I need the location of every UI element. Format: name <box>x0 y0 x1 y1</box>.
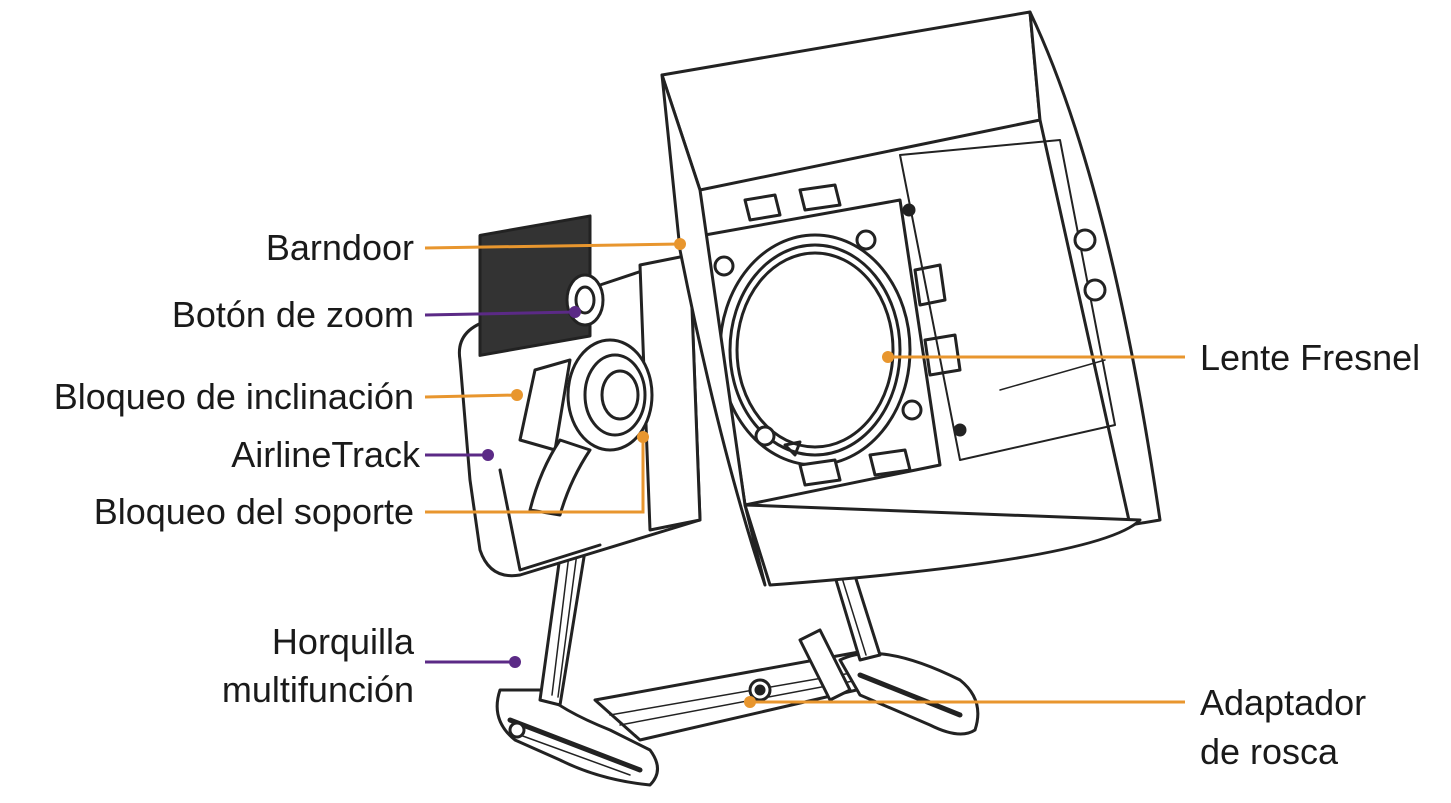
barndoors <box>660 10 1162 587</box>
leader-dot-yoke <box>509 656 521 668</box>
leader-tilt-lock <box>424 393 518 399</box>
stand-base <box>495 648 980 787</box>
label-barndoor: Barndoor <box>265 227 414 268</box>
leader-dot-airline-track <box>482 449 494 461</box>
leader-dot-fresnel-lens <box>882 351 894 363</box>
label-yoke-line1: Horquilla <box>271 621 414 662</box>
label-fresnel-lens: Lente Fresnel <box>1200 337 1421 378</box>
tilt-lock-wheel <box>518 338 654 517</box>
label-tilt-lock: Bloqueo de inclinación <box>53 376 414 417</box>
leader-dot-tilt-lock <box>511 389 523 401</box>
label-zoom-knob: Botón de zoom <box>171 294 414 335</box>
label-thread-adapter-line2: de rosca <box>1200 731 1339 772</box>
leader-dot-barndoor <box>674 238 686 250</box>
leader-dot-zoom-knob <box>569 306 581 318</box>
leader-mount-lock <box>425 437 645 514</box>
leader-barndoor <box>424 242 681 250</box>
label-airline-track: AirlineTrack <box>231 434 420 475</box>
front-frame <box>698 183 962 507</box>
leader-dot-mount-lock <box>637 431 649 443</box>
leader-lines <box>424 238 1185 708</box>
leader-dot-thread-adapter <box>744 696 756 708</box>
label-yoke-line2: multifunción <box>221 669 414 710</box>
label-thread-adapter-line1: Adaptador <box>1200 682 1367 723</box>
leader-zoom-knob <box>424 310 576 317</box>
label-mount-lock: Bloqueo del soporte <box>93 491 414 532</box>
zoom-knob <box>565 273 605 327</box>
